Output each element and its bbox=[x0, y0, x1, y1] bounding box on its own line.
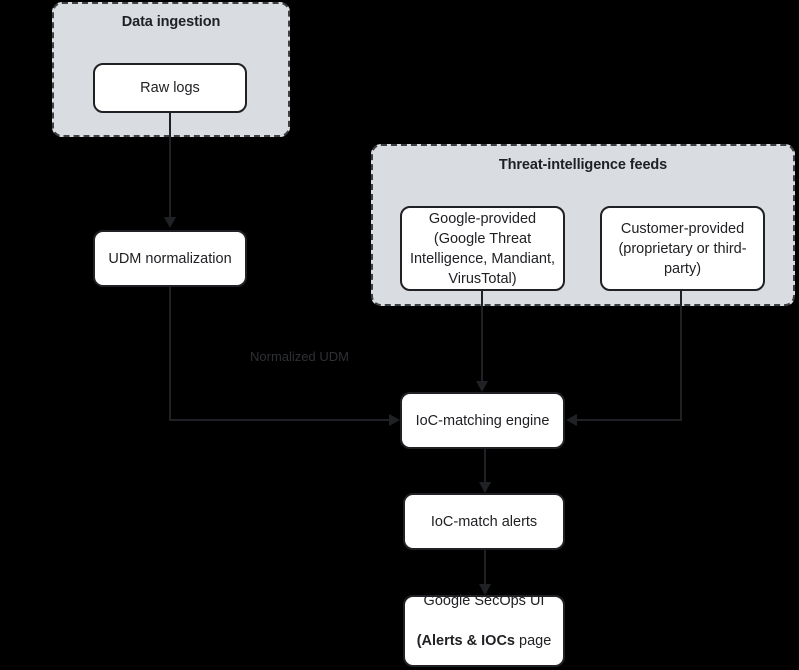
node-google-secops-ui-label: Google SecOps UI (Alerts & IOCs page IOC… bbox=[411, 571, 557, 670]
edge-alerts-to-ui-arrow bbox=[479, 584, 491, 595]
edge-customerfeed-to-engine-hline bbox=[576, 419, 682, 421]
node-customer-provided[interactable]: Customer-provided (proprietary or third-… bbox=[600, 206, 765, 291]
node-google-provided-label: Google-provided (Google Threat Intellige… bbox=[409, 210, 556, 287]
edge-googlefeed-to-engine-arrow bbox=[476, 381, 488, 392]
node-ioc-matching-engine[interactable]: IoC-matching engine bbox=[400, 392, 565, 449]
node-raw-logs[interactable]: Raw logs bbox=[93, 63, 247, 113]
cluster-data-ingestion-title: Data ingestion bbox=[121, 14, 221, 30]
node-ioc-match-alerts[interactable]: IoC-match alerts bbox=[403, 493, 565, 550]
node-ioc-matching-engine-label: IoC-matching engine bbox=[415, 412, 550, 429]
edge-udm-to-engine-arrow bbox=[389, 414, 400, 426]
edge-engine-to-alerts-line bbox=[484, 449, 486, 482]
edge-customerfeed-to-engine-arrow bbox=[566, 414, 577, 426]
edge-engine-to-alerts-arrow bbox=[479, 482, 491, 493]
node-udm-normalization-label: UDM normalization bbox=[108, 250, 232, 267]
secops-ui-alerts-iocs-page-bold: (Alerts & IOCs bbox=[416, 633, 515, 649]
node-ioc-match-alerts-label: IoC-match alerts bbox=[430, 513, 538, 530]
edge-alerts-to-ui-line bbox=[484, 550, 486, 584]
node-google-provided[interactable]: Google-provided (Google Threat Intellige… bbox=[400, 206, 565, 291]
node-google-secops-ui[interactable]: Google SecOps UI (Alerts & IOCs page IOC… bbox=[403, 593, 565, 667]
secops-ui-line1: Google SecOps UI bbox=[423, 593, 545, 609]
node-customer-provided-label: Customer-provided (proprietary or third-… bbox=[618, 220, 747, 277]
node-udm-normalization[interactable]: UDM normalization bbox=[93, 230, 247, 287]
edge-customerfeed-to-engine-vline bbox=[680, 291, 682, 421]
edge-udm-to-engine-hline bbox=[169, 419, 391, 421]
secops-ui-line2-rest: page bbox=[515, 633, 552, 649]
node-raw-logs-label: Raw logs bbox=[140, 80, 200, 96]
edge-rawlogs-to-udm-arrow bbox=[164, 217, 176, 228]
edge-googlefeed-to-engine-line bbox=[481, 291, 483, 381]
edge-label-normalized-udm: Normalized UDM bbox=[250, 349, 349, 364]
edge-rawlogs-to-udm-line bbox=[169, 113, 171, 217]
edge-udm-to-engine-vline bbox=[169, 287, 171, 421]
cluster-threat-intelligence-feeds-title: Threat-intelligence feeds bbox=[498, 157, 668, 173]
